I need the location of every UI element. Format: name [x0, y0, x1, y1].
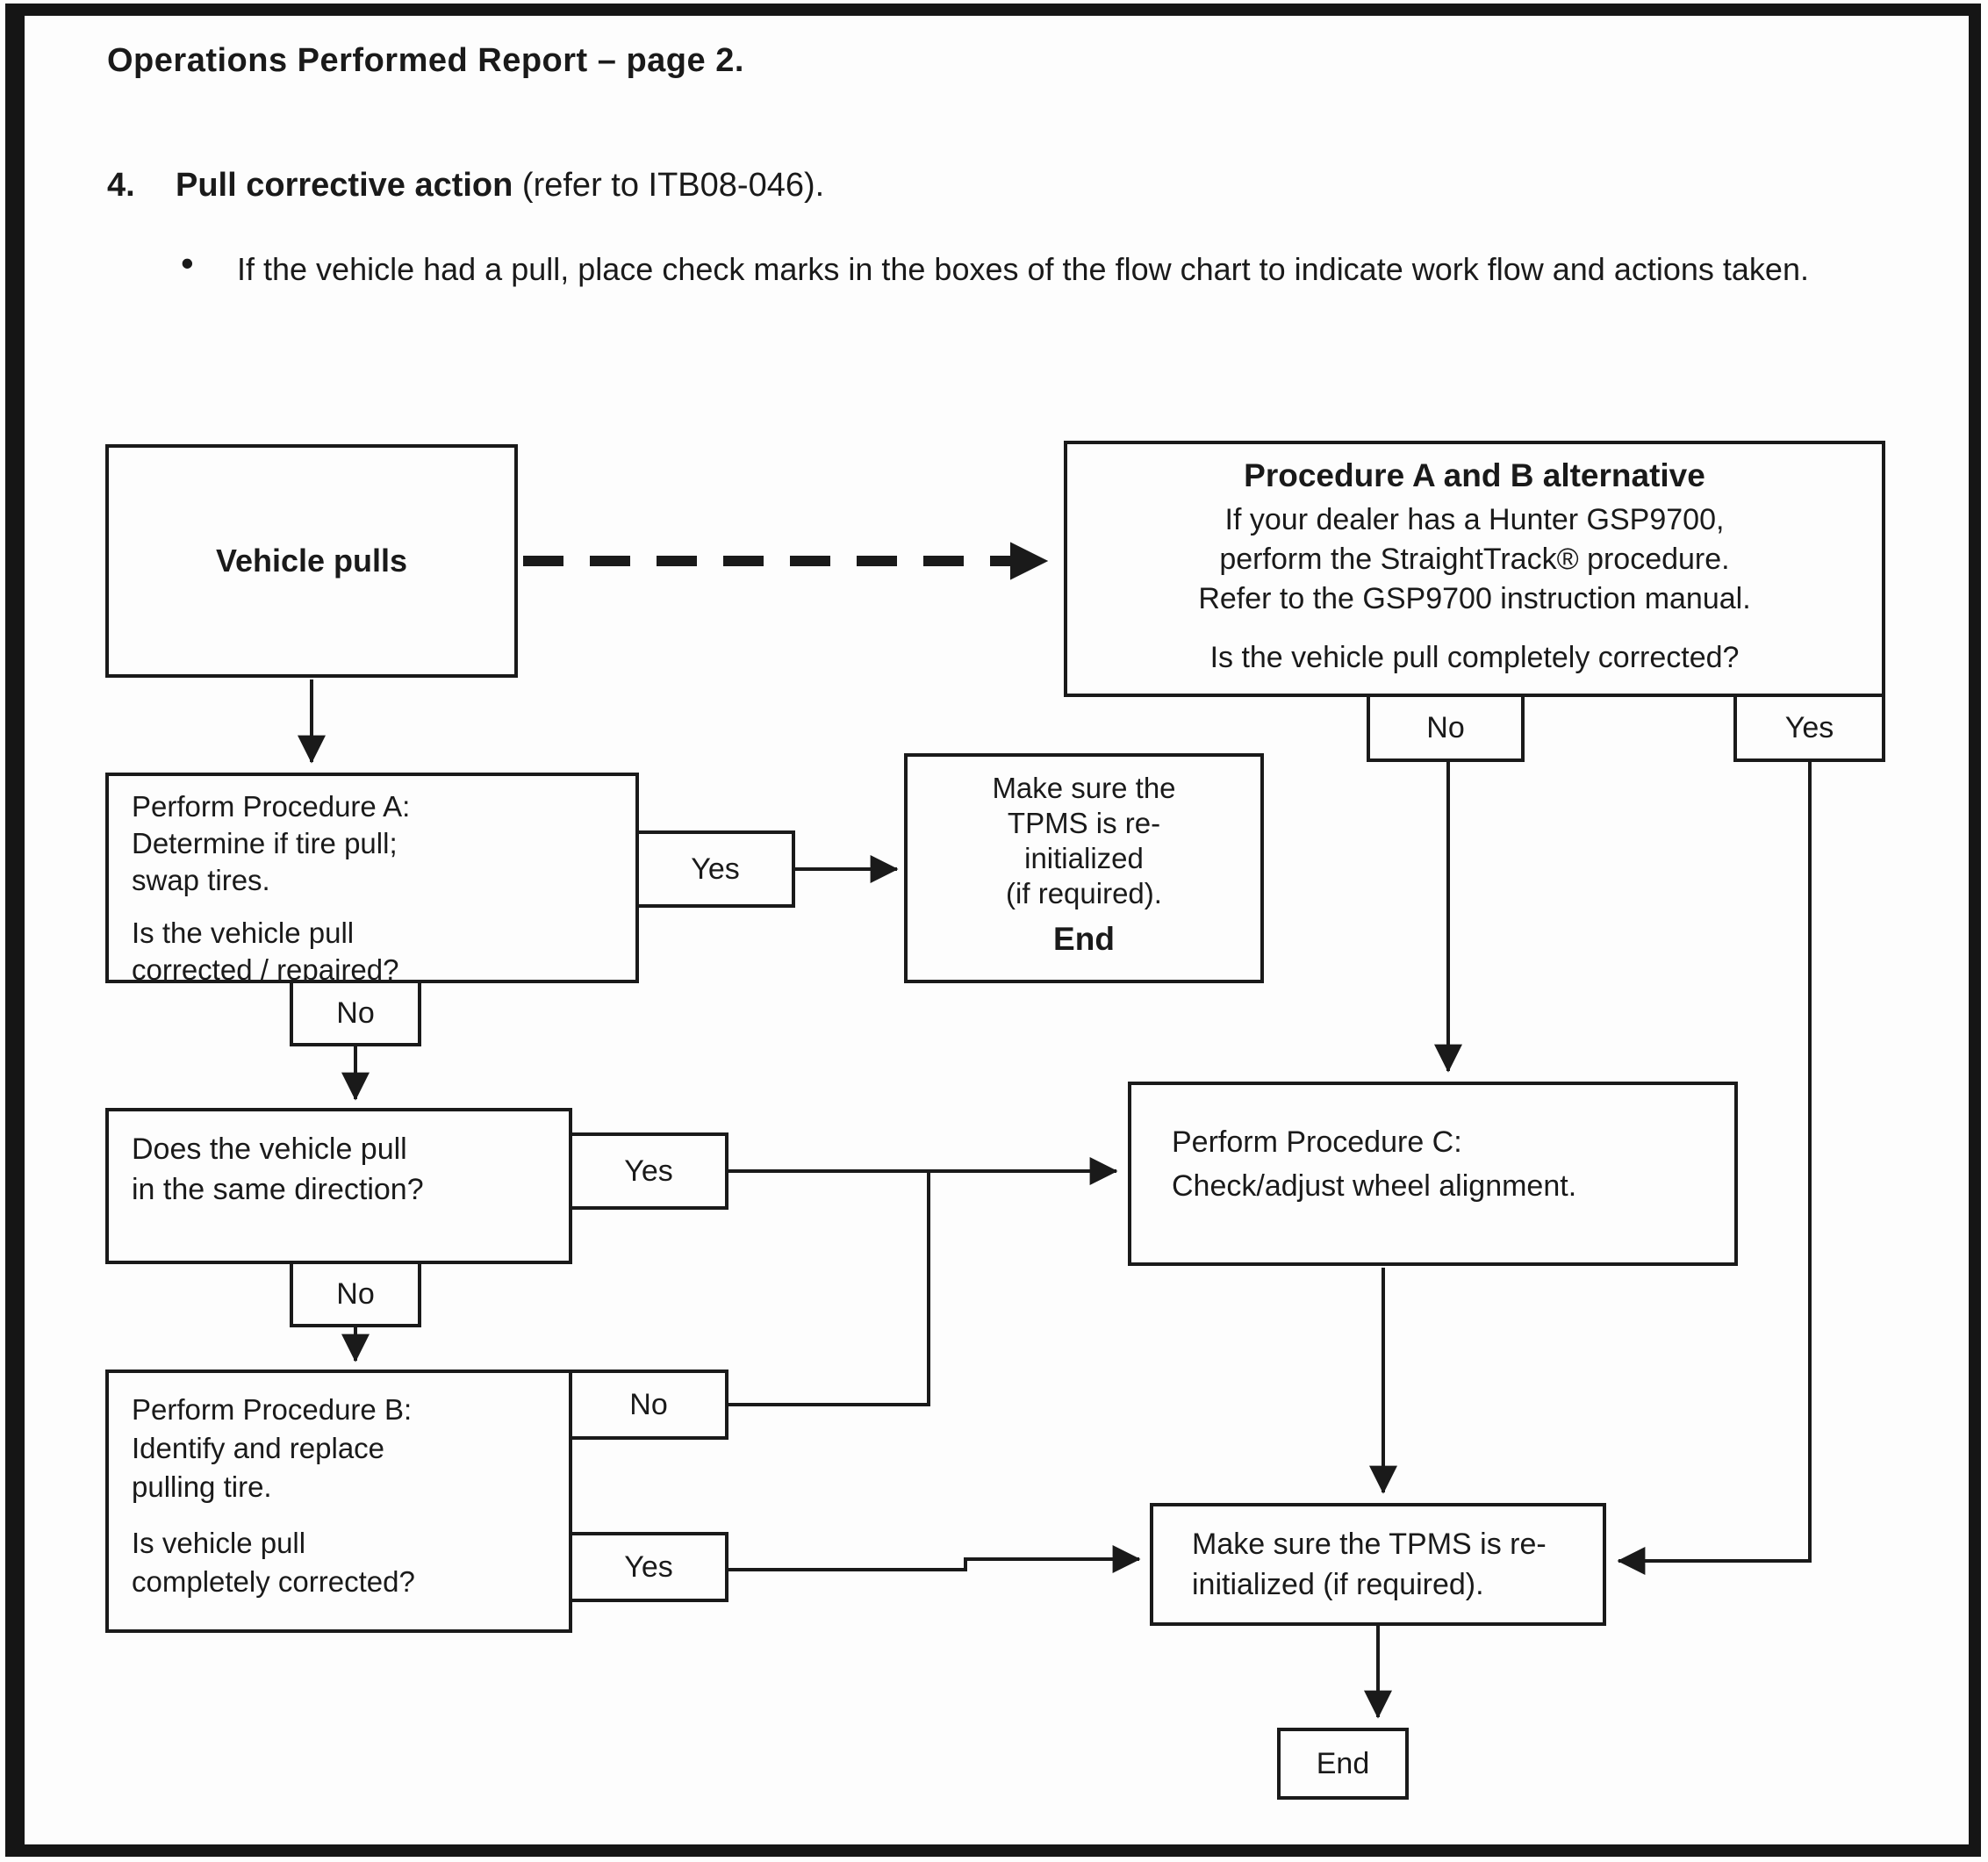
item-reference: (refer to ITB08-046). [513, 167, 825, 204]
procedure-a-yes-label: Yes [691, 852, 740, 886]
same-direction-no-tab: No [290, 1261, 421, 1327]
alternative-line-1: If your dealer has a Hunter GSP9700, [1224, 503, 1725, 536]
procedure-c-box: Perform Procedure C: Check/adjust wheel … [1128, 1082, 1738, 1266]
tpms-mid-end-label: End [1053, 921, 1115, 957]
same-direction-box: Does the vehicle pull in the same direct… [105, 1108, 572, 1264]
procedure-a-box: Perform Procedure A: Determine if tire p… [105, 773, 639, 986]
connector-procedure-b-no-junction [728, 1171, 930, 1406]
end-box: End [1277, 1728, 1409, 1800]
procedure-a-line-2: Determine if tire pull; [132, 827, 398, 859]
procedure-a-line-3: swap tires. [132, 864, 270, 896]
tpms-reinit-box: Make sure the TPMS is re- initialized (i… [1150, 1503, 1606, 1626]
same-direction-no-label: No [336, 1276, 375, 1311]
tpms-mid-line-3: initialized [1024, 842, 1144, 874]
procedure-b-question-2: completely corrected? [132, 1565, 415, 1598]
vehicle-pulls-label: Vehicle pulls [215, 543, 408, 579]
tpms-mid-line-2: TPMS is re- [1007, 807, 1161, 839]
same-direction-line-2: in the same direction? [132, 1173, 424, 1206]
vehicle-pulls-box: Vehicle pulls [105, 444, 518, 678]
procedure-a-line-1: Perform Procedure A: [132, 790, 411, 823]
item-title: Pull corrective action [176, 167, 513, 204]
alternative-line-2: perform the StraightTrack® procedure. [1219, 543, 1730, 576]
procedure-b-yes-label: Yes [624, 1549, 673, 1584]
bullet-icon: • [181, 242, 194, 284]
procedure-b-line-1: Perform Procedure B: [132, 1393, 413, 1426]
tpms-mid-line-4: (if required). [1006, 877, 1162, 909]
procedure-a-no-tab: No [290, 980, 421, 1046]
same-direction-yes-label: Yes [624, 1154, 673, 1188]
alternative-line-3: Refer to the GSP9700 instruction manual. [1198, 582, 1751, 615]
end-label: End [1316, 1747, 1370, 1780]
alternative-no-label: No [1426, 710, 1465, 744]
arrow-procedure-b-yes-to-tpms-reinit [728, 1545, 1141, 1573]
bullet-text: If the vehicle had a pull, place check m… [237, 251, 1809, 287]
alternative-yes-tab: Yes [1733, 694, 1885, 762]
tpms-reinit-end-box: Make sure the TPMS is re- initialized (i… [904, 753, 1264, 983]
page-title: Operations Performed Report – page 2. [107, 42, 744, 79]
procedure-b-box: Perform Procedure B: Identify and replac… [105, 1370, 572, 1633]
procedure-b-line-2: Identify and replace [132, 1432, 385, 1464]
arrow-alternative-yes-to-tpms-reinit [1617, 762, 1812, 1575]
tpms-reinit-line-1: Make sure the TPMS is re- [1192, 1528, 1547, 1561]
procedure-b-yes-tab: Yes [569, 1532, 728, 1602]
same-direction-line-1: Does the vehicle pull [132, 1132, 407, 1166]
procedure-c-line-2: Check/adjust wheel alignment. [1172, 1169, 1577, 1203]
procedure-a-no-label: No [336, 996, 375, 1030]
same-direction-yes-tab: Yes [569, 1132, 728, 1210]
alternative-title: Procedure A and B alternative [1244, 457, 1705, 493]
alternative-box: Procedure A and B alternative If your de… [1064, 441, 1885, 697]
procedure-b-no-label: No [629, 1387, 668, 1421]
procedure-a-question-1: Is the vehicle pull [132, 917, 355, 949]
alternative-yes-label: Yes [1784, 710, 1834, 744]
procedure-b-no-tab: No [569, 1370, 728, 1440]
section-item-4: 4. Pull corrective action (refer to ITB08… [107, 167, 824, 205]
procedure-b-line-3: pulling tire. [132, 1470, 272, 1503]
procedure-c-line-1: Perform Procedure C: [1172, 1125, 1462, 1159]
tpms-reinit-line-2: initialized (if required). [1192, 1568, 1484, 1601]
alternative-question: Is the vehicle pull completely corrected… [1209, 641, 1740, 674]
tpms-mid-line-1: Make sure the [992, 772, 1176, 804]
procedure-b-question-1: Is vehicle pull [132, 1527, 306, 1559]
procedure-a-yes-tab: Yes [635, 830, 795, 908]
item-number: 4. [107, 167, 135, 204]
alternative-no-tab: No [1367, 694, 1525, 762]
